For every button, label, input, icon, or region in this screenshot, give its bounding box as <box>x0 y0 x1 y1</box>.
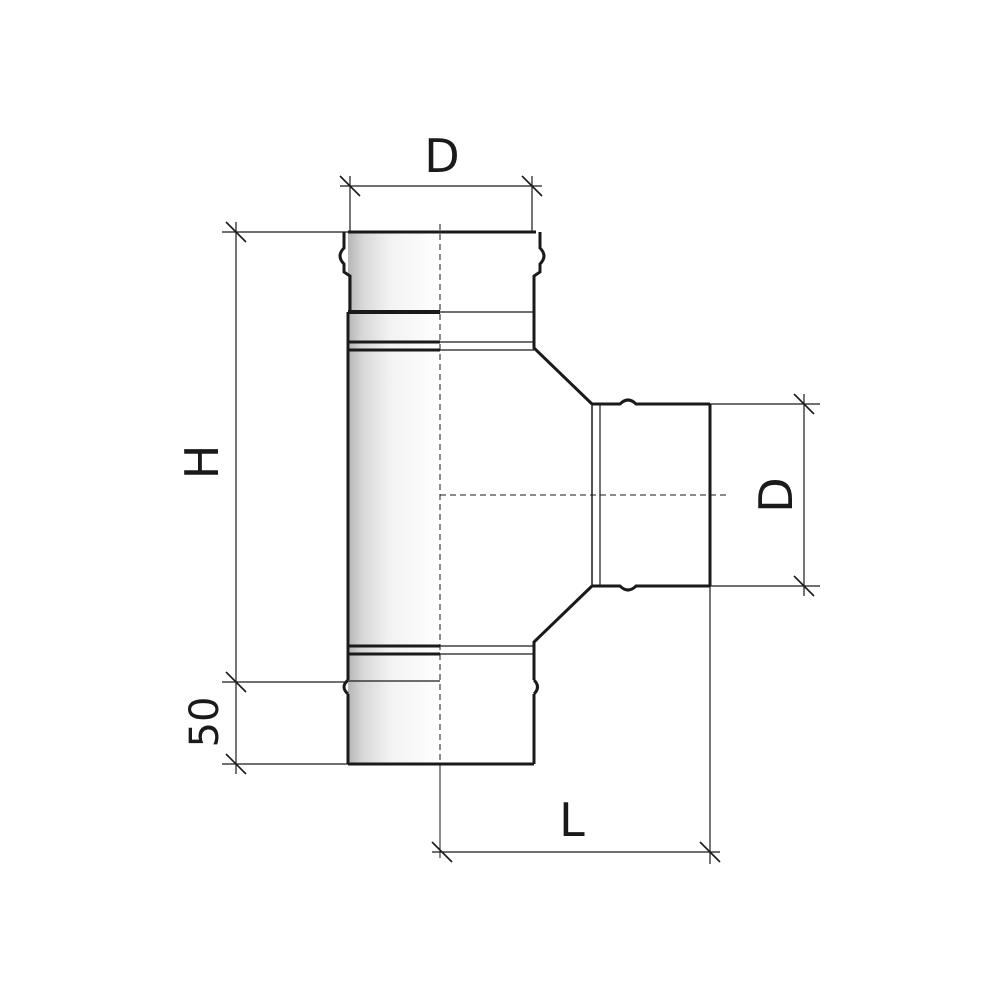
main-pipe <box>338 230 546 766</box>
branch-bottom-edge <box>592 584 710 592</box>
dimension-lines <box>222 175 820 864</box>
label-height: H <box>175 445 229 480</box>
upper-shade <box>348 232 440 312</box>
bottom-bead-left <box>342 678 350 696</box>
pipe-rings <box>348 310 534 682</box>
branch-pipe <box>532 312 712 646</box>
label-top-diameter: D <box>424 129 459 183</box>
bottom-bead-right <box>532 678 539 696</box>
lower-shade <box>348 646 440 764</box>
branch-top-edge <box>592 398 710 406</box>
center-lines <box>439 224 730 764</box>
label-branch-diameter: D <box>749 477 803 512</box>
label-bottom-length: 50 <box>182 697 228 748</box>
top-collar-outline <box>338 230 546 312</box>
branch-lower-shoulder <box>532 584 594 646</box>
label-branch-length: L <box>559 793 585 847</box>
branch-upper-shoulder <box>532 312 594 406</box>
middle-shade <box>348 312 440 646</box>
pipe-shading <box>348 232 440 764</box>
